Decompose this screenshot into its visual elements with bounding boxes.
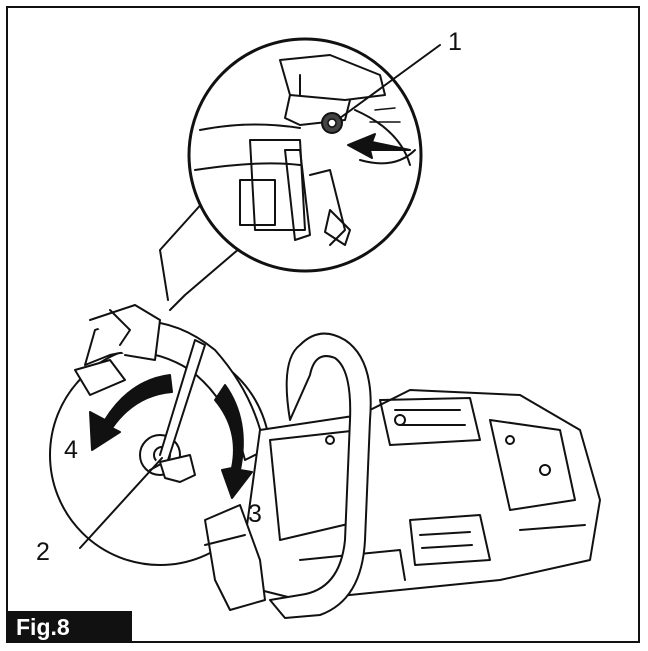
zoom-detail — [187, 37, 423, 273]
figure-label: Fig.8 — [8, 611, 132, 643]
callout-4: 4 — [64, 436, 78, 464]
callout-2: 2 — [36, 538, 50, 566]
front-handle — [269, 332, 372, 619]
callout-1: 1 — [448, 28, 462, 56]
saw-base — [204, 504, 266, 611]
saw-body — [244, 389, 601, 601]
blade-guard — [84, 320, 266, 461]
rotation-arrow-4 — [89, 374, 173, 451]
callout-3: 3 — [248, 500, 262, 528]
zoom-callout-tail — [159, 199, 241, 311]
leader-line-1 — [339, 44, 441, 119]
leader-line-2 — [79, 457, 163, 549]
rotation-arrow-3 — [214, 384, 253, 499]
